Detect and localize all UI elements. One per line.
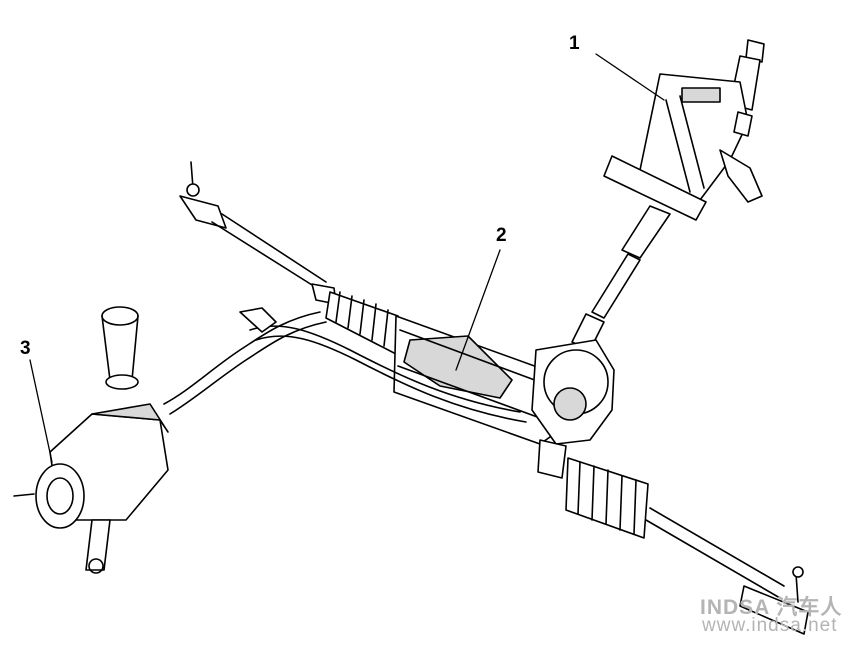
pump-assembly [13, 306, 169, 574]
watermark-url: www.indsa.net [702, 615, 838, 636]
steering-column [571, 39, 765, 351]
leader-line-2 [455, 249, 501, 371]
left-boot [325, 291, 399, 355]
leader-line-3 [29, 359, 53, 463]
right-tie-rod [645, 507, 809, 635]
hydraulic-lines [163, 307, 527, 423]
callout-1: 1 [569, 33, 580, 54]
leader-line-1 [595, 53, 665, 101]
callout-3: 3 [20, 338, 31, 359]
callout-2: 2 [496, 225, 507, 246]
watermark-logo: INDSA 汽车人 [700, 596, 843, 619]
left-tie-rod [179, 161, 337, 305]
right-boot [565, 457, 649, 539]
